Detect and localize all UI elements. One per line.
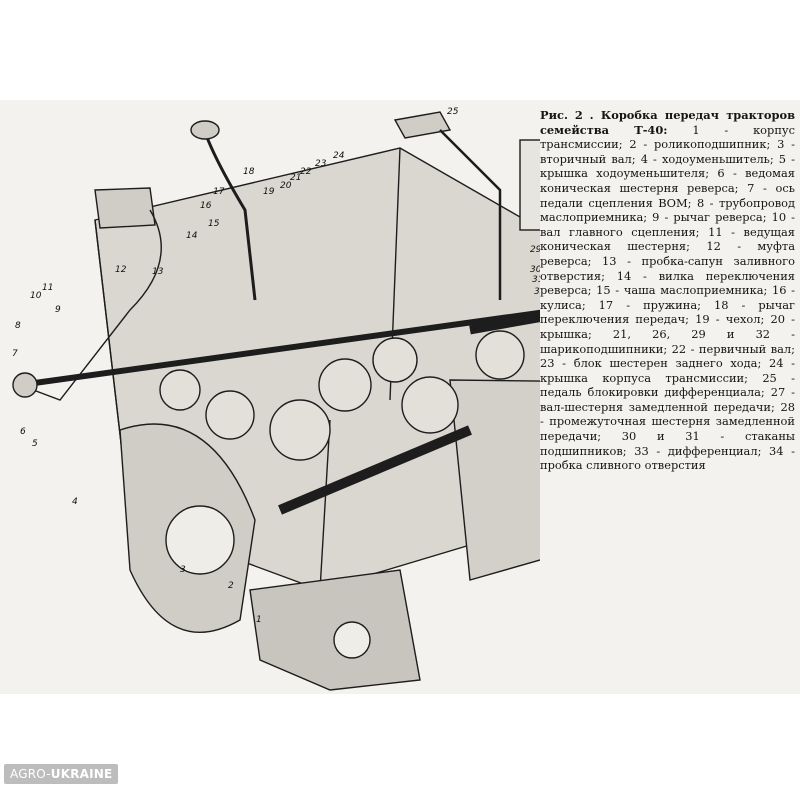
- callout-label: 6: [20, 427, 26, 437]
- callout-label: 24: [333, 151, 345, 161]
- watermark-prefix: AGRO-: [10, 767, 51, 781]
- scanned-page: 1 2 3 4 5 6 7 8 9 10 11 12 13 14 15 16 1…: [0, 100, 800, 694]
- callout-label: 20: [280, 181, 292, 191]
- callout-label: 9: [55, 305, 61, 315]
- callout-label: 14: [186, 231, 198, 241]
- callout-label: 8: [15, 321, 21, 331]
- callout-label: 7: [12, 349, 18, 359]
- callout-label: 5: [32, 439, 38, 449]
- callout-label: 18: [243, 167, 255, 177]
- callout-label: 17: [213, 187, 225, 197]
- callout-label: 15: [208, 219, 220, 229]
- caption-body: 1 - корпус трансмиссии; 2 - роликоподшип…: [540, 122, 796, 473]
- callout-label: 21: [290, 173, 301, 183]
- watermark: AGRO-UKRAINE: [4, 764, 119, 784]
- callout-label: 3: [180, 565, 186, 575]
- callout-label: 11: [42, 283, 53, 293]
- callout-label: 30: [530, 265, 540, 275]
- figure-number: 2: [574, 108, 583, 122]
- callout-label: 2: [228, 581, 234, 591]
- callout-label: 10: [30, 291, 42, 301]
- callout-label: 32: [534, 287, 540, 297]
- watermark-brand: UKRAINE: [50, 767, 113, 781]
- callout-label: 4: [72, 497, 78, 507]
- callout-label: 31: [532, 275, 540, 285]
- figure-caption: Рис. 2 . Коробка передач тракторов семей…: [540, 108, 795, 473]
- callout-label: 19: [263, 187, 275, 197]
- gearbox-cutaway-drawing: 1 2 3 4 5 6 7 8 9 10 11 12 13 14 15 16 1…: [12, 107, 540, 691]
- callout-label: 25: [447, 107, 459, 117]
- callout-label: 12: [115, 265, 127, 275]
- callout-label: 29: [530, 245, 540, 255]
- callout-label: 16: [200, 201, 212, 211]
- callout-label: 22: [300, 167, 312, 177]
- callout-label: 1: [256, 615, 262, 625]
- callout-label: 13: [152, 267, 164, 277]
- caption-heading: . Коробка передач тракторов семейства Т-…: [540, 108, 795, 137]
- callout-label: 23: [315, 159, 327, 169]
- caption-label: Рис.: [540, 108, 568, 122]
